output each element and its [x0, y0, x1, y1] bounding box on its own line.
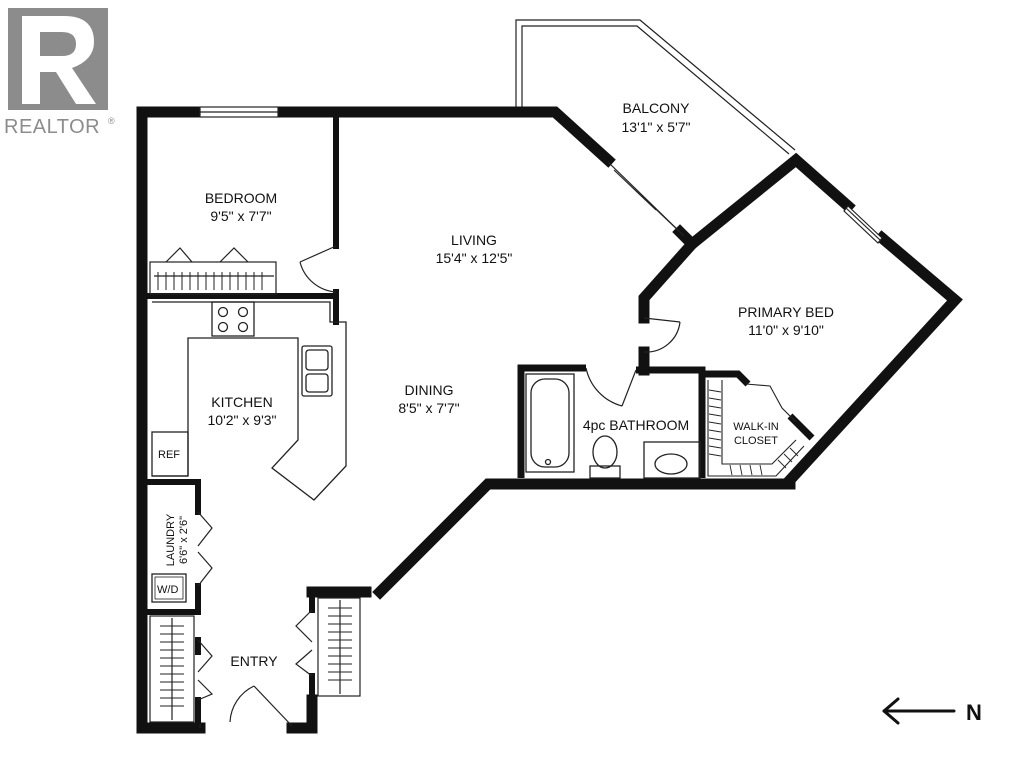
walkin-closet-shelving	[707, 380, 805, 477]
toilet-icon	[589, 435, 621, 479]
realtor-logo: REALTOR ®	[4, 8, 115, 138]
north-label: N	[966, 700, 982, 725]
north-indicator: N	[882, 697, 982, 725]
living-name: LIVING	[451, 232, 497, 248]
laundry-name: LAUNDRY	[165, 513, 177, 566]
balcony-slider	[607, 161, 685, 237]
kitchen-name: KITCHEN	[211, 394, 272, 410]
laundry-doors	[197, 511, 213, 587]
balcony-outline	[515, 19, 796, 155]
entry-door	[199, 685, 293, 728]
washer-dryer: W/D	[151, 573, 187, 603]
balcony-name: BALCONY	[623, 100, 691, 116]
bathtub-icon	[525, 373, 575, 473]
stove-icon	[211, 301, 255, 337]
bedroom-dims: 9'5" x 7'7"	[210, 208, 271, 224]
room-labels: BEDROOM 9'5" x 7'7" LIVING 15'4" x 12'5"…	[205, 100, 834, 669]
entry-closet-left	[149, 615, 214, 723]
dining-dims: 8'5" x 7'7"	[398, 400, 459, 416]
bathroom-name: 4pc BATHROOM	[583, 417, 689, 433]
registered-mark: ®	[108, 116, 115, 126]
living-dims: 15'4" x 12'5"	[436, 250, 513, 266]
fridge: REF	[151, 431, 189, 477]
entry-closet-right	[295, 597, 361, 697]
bedroom-door	[299, 245, 337, 293]
arrow-left-icon	[882, 697, 956, 725]
kitchen-sink-icon	[301, 345, 333, 397]
logo-text: REALTOR	[4, 116, 100, 138]
primary-bed-dims: 11'0" x 9'10"	[748, 322, 824, 338]
entry-name: ENTRY	[230, 653, 278, 669]
bedroom-closet	[149, 247, 277, 295]
wd-label: W/D	[157, 584, 178, 596]
interior-walls	[145, 115, 339, 727]
walkin-line1: WALK-IN	[733, 421, 778, 433]
primary-bed-name: PRIMARY BED	[738, 304, 834, 320]
walkin-line2: CLOSET	[734, 435, 778, 447]
balcony-dims: 13'1" x 5'7"	[622, 119, 691, 135]
primary-bed-door	[643, 317, 681, 353]
windows	[199, 106, 883, 244]
vanity-icon	[643, 441, 701, 479]
exterior-walls	[136, 106, 963, 734]
ref-label: REF	[158, 449, 180, 461]
kitchen-dims: 10'2" x 9'3"	[208, 412, 277, 428]
laundry-dims: 6'6" x 2'6"	[178, 516, 190, 564]
bathroom-door	[585, 367, 637, 407]
bedroom-name: BEDROOM	[205, 190, 277, 206]
laundry-label: LAUNDRY 6'6" x 2'6"	[165, 513, 190, 566]
dining-name: DINING	[405, 382, 454, 398]
